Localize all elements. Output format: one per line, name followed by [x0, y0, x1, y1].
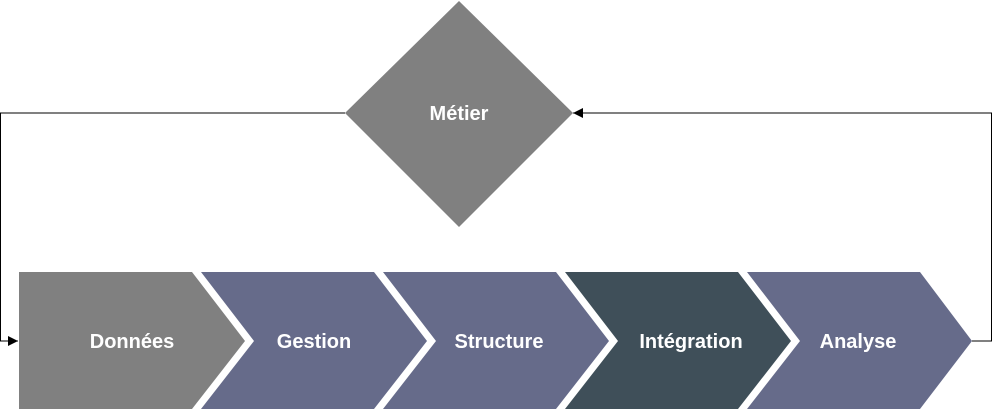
chevron-donnees[interactable]: Données	[19, 272, 245, 409]
chevron-donnees-label: Données	[90, 331, 174, 353]
chevron-gestion[interactable]: Gestion	[201, 272, 427, 409]
chevron-donnees-shape	[19, 272, 245, 409]
chevron-analyse-label: Analyse	[820, 331, 897, 353]
hub-diamond-shape	[345, 1, 573, 227]
chevron-integration[interactable]: Intégration	[565, 272, 791, 409]
chevron-analyse-shape	[747, 272, 972, 409]
chevron-integration-label: Intégration	[639, 331, 742, 353]
hub-metier[interactable]: Métier	[345, 1, 573, 227]
chevron-integration-shape	[565, 272, 791, 409]
chevron-gestion-shape	[201, 272, 427, 409]
chevron-structure[interactable]: Structure	[383, 272, 609, 409]
chevron-gestion-label: Gestion	[277, 331, 351, 353]
connector-hub-to-donnees	[0, 112, 345, 346]
chevron-structure-shape	[383, 272, 609, 409]
chevron-structure-label: Structure	[455, 331, 544, 353]
chevron-analyse[interactable]: Analyse	[747, 272, 972, 409]
hub-label: Métier	[430, 103, 489, 125]
